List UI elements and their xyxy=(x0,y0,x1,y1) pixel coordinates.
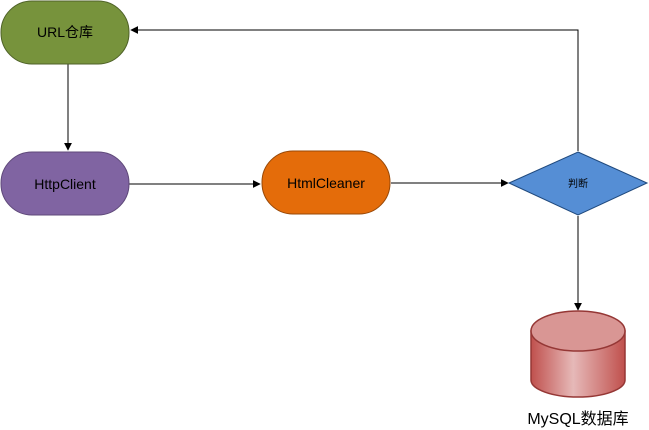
httpclient-shape xyxy=(0,151,130,216)
decision-shape xyxy=(507,151,649,216)
node-decision: 判断 xyxy=(507,151,649,216)
decision-label: 判断 xyxy=(568,177,588,190)
database-label: MySQL数据库 xyxy=(527,410,628,428)
edge-decision-to-url-repo xyxy=(130,26,579,151)
htmlcleaner-label: HtmlCleaner xyxy=(287,175,365,191)
httpclient-label: HttpClient xyxy=(34,176,96,192)
url-repo-shape xyxy=(0,0,130,65)
node-htmlcleaner: HtmlCleaner xyxy=(261,150,391,215)
node-url-repo: URL仓库 xyxy=(0,0,130,65)
node-database: MySQL数据库 xyxy=(527,310,629,428)
node-httpclient: HttpClient xyxy=(0,151,130,216)
database-top xyxy=(530,310,626,352)
url-repo-label: URL仓库 xyxy=(37,24,93,40)
htmlcleaner-shape xyxy=(261,150,391,215)
